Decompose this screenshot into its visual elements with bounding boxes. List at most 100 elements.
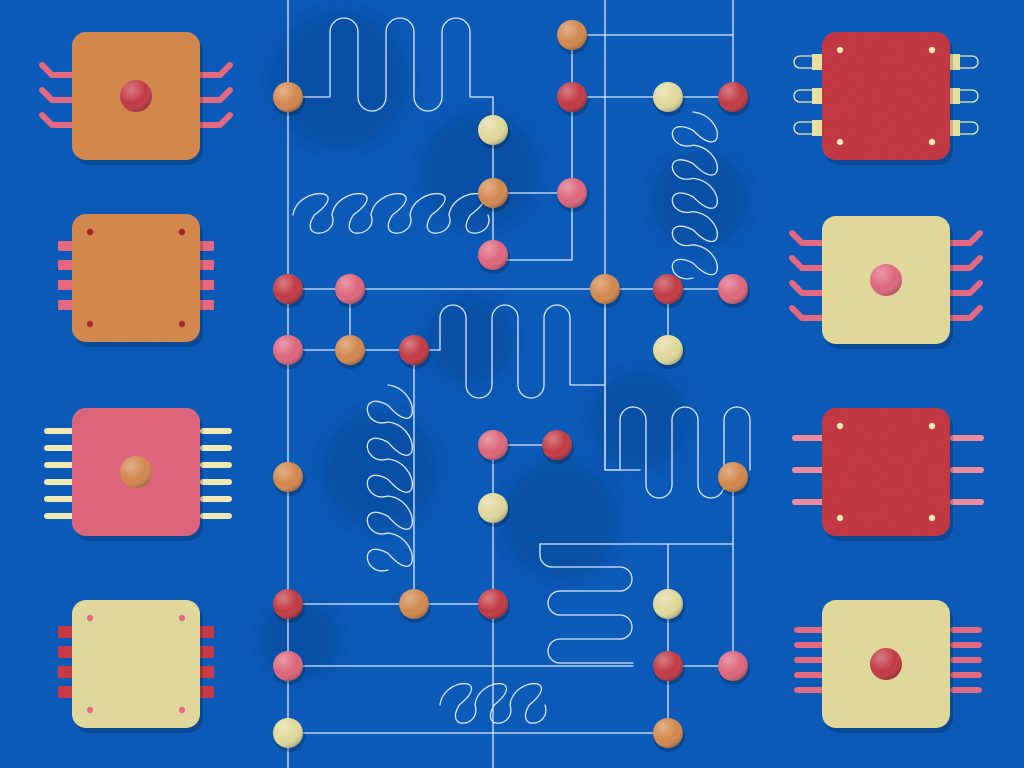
circuit-node xyxy=(653,651,685,685)
circuit-node xyxy=(399,335,431,369)
circuit-node xyxy=(478,240,510,274)
chip-pin xyxy=(39,62,75,78)
circuit-node xyxy=(335,274,367,308)
node-ball-shade xyxy=(335,335,365,365)
node-ball-shade xyxy=(653,589,683,619)
chip-pin xyxy=(789,255,825,271)
chip-pin xyxy=(794,672,826,678)
chip-marker-dot xyxy=(178,320,186,328)
circuit-node xyxy=(653,589,685,623)
chip-pin xyxy=(197,112,233,128)
coil-trace xyxy=(292,192,490,234)
chip-pin xyxy=(789,305,825,321)
chip-5 xyxy=(793,32,979,165)
chip-pin xyxy=(200,462,232,468)
chip-marker-dot xyxy=(178,614,186,622)
circuit-node xyxy=(335,335,367,369)
chip-marker-dot xyxy=(86,706,94,714)
circuit-node xyxy=(273,651,305,685)
node-ball-shade xyxy=(653,82,683,112)
chip-pin xyxy=(789,230,825,246)
node-ball-shade xyxy=(335,274,365,304)
chip-body xyxy=(822,408,950,536)
node-ball-shade xyxy=(653,274,683,304)
meander-trace xyxy=(413,304,606,399)
chip-marker-dot xyxy=(836,46,844,54)
chip-pin xyxy=(44,462,76,468)
circuit-node xyxy=(478,493,510,527)
node-ball-shade xyxy=(542,430,572,460)
shadow-halo xyxy=(590,370,690,470)
chip-marker-dot xyxy=(928,46,936,54)
chip-7 xyxy=(792,408,984,541)
chip-marker-dot xyxy=(86,614,94,622)
chip-pin xyxy=(947,305,983,321)
chip-pin xyxy=(794,642,826,648)
chip-pin xyxy=(44,428,76,434)
chip-marker-dot xyxy=(928,138,936,146)
shadow-halo xyxy=(270,10,410,150)
node-ball-shade xyxy=(718,462,748,492)
node-ball-shade xyxy=(273,718,303,748)
meander-trace xyxy=(604,406,751,499)
chip-pin xyxy=(947,280,983,296)
coil-trace xyxy=(439,682,547,724)
chip-marker-dot xyxy=(928,422,936,430)
chip-marker-dot xyxy=(86,320,94,328)
node-ball-shade xyxy=(653,651,683,681)
meander-trace xyxy=(287,17,494,112)
chip-pin xyxy=(947,255,983,271)
chip-pin xyxy=(197,62,233,78)
node-ball-shade xyxy=(557,178,587,208)
node-ball-shade xyxy=(557,82,587,112)
node-ball-shade xyxy=(557,20,587,50)
node-ball-shade xyxy=(273,589,303,619)
circuit-node xyxy=(557,82,589,116)
chip-body xyxy=(822,32,950,160)
shadow-halo xyxy=(650,150,750,250)
node-ball-shade xyxy=(590,274,620,304)
chip-pin xyxy=(950,627,982,633)
circuit-node xyxy=(478,178,510,212)
meander-trace xyxy=(539,543,634,664)
circuit-node xyxy=(718,82,750,116)
chip-pin xyxy=(197,87,233,103)
node-ball-shade xyxy=(653,335,683,365)
circuit-node xyxy=(653,335,685,369)
chip-pin xyxy=(44,479,76,485)
node-ball-shade xyxy=(478,115,508,145)
circuit-node xyxy=(273,335,305,369)
circuit-node xyxy=(718,651,750,685)
node-ball-shade xyxy=(653,718,683,748)
node-ball-shade xyxy=(273,82,303,112)
circuit-node xyxy=(273,718,305,752)
circuit-node xyxy=(718,462,750,496)
chip-pin xyxy=(792,499,826,505)
chip-pin xyxy=(950,657,982,663)
coil-trace xyxy=(671,111,719,280)
circuit-node xyxy=(557,20,589,54)
node-ball-shade xyxy=(478,493,508,523)
chip-marker-dot xyxy=(178,228,186,236)
chip-marker-dot xyxy=(836,514,844,522)
circuit-node xyxy=(590,274,622,308)
chip-3 xyxy=(44,408,232,541)
chip-center-dot-shade xyxy=(870,648,902,680)
node-ball-shade xyxy=(478,240,508,270)
node-ball-shade xyxy=(273,274,303,304)
shadow-halo xyxy=(425,295,515,385)
circuit-node xyxy=(478,430,510,464)
chip-layer xyxy=(39,32,984,733)
chip-pin xyxy=(200,496,232,502)
chip-marker-dot xyxy=(836,422,844,430)
chip-marker-dot xyxy=(928,514,936,522)
circuit-node xyxy=(542,430,574,464)
node-ball-shade xyxy=(399,589,429,619)
circuit-node xyxy=(273,82,305,116)
chip-pin xyxy=(950,642,982,648)
shadow-halo xyxy=(500,460,620,580)
chip-marker-dot xyxy=(836,138,844,146)
chip-pin xyxy=(792,435,826,441)
